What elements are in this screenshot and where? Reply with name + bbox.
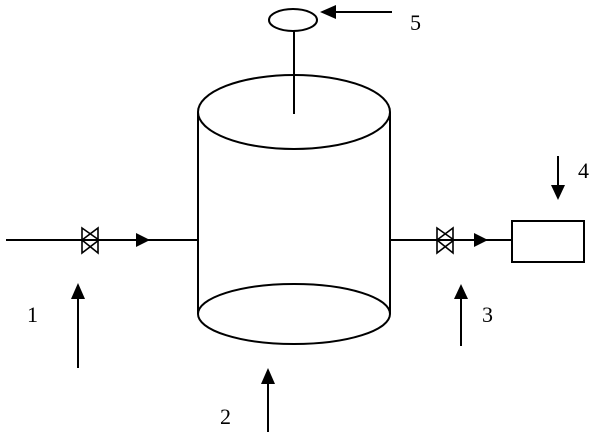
pointer-arrow-5 <box>320 5 392 19</box>
label-3: 3 <box>482 302 493 327</box>
outlet-pipe <box>390 226 512 255</box>
pointer-arrow-5-head <box>320 5 336 19</box>
outlet-valve-right-triangle <box>435 226 454 255</box>
vessel <box>197 74 391 345</box>
inlet-flow-arrowhead <box>136 233 150 247</box>
pointer-arrow-3 <box>454 284 468 346</box>
pointer-arrow-2-head <box>261 368 275 384</box>
inlet-pipe <box>6 226 198 255</box>
pointer-arrow-2 <box>261 368 275 432</box>
pointer-arrow-4 <box>551 156 565 200</box>
pointer-arrow-4-head <box>551 185 565 200</box>
label-2: 2 <box>220 404 231 429</box>
outlet-box <box>511 220 585 263</box>
vessel-bottom-ellipse <box>197 283 391 345</box>
inlet-valve-right-triangle <box>80 226 99 255</box>
label-4: 4 <box>578 158 589 183</box>
pointer-arrow-3-head <box>454 284 468 299</box>
outlet-flow-arrowhead <box>474 233 488 247</box>
label-5: 5 <box>410 10 421 35</box>
pointer-arrow-1 <box>71 283 85 368</box>
pointer-arrow-1-head <box>71 283 85 299</box>
top-disc <box>268 8 318 32</box>
top-stem-assembly <box>268 8 318 114</box>
label-1: 1 <box>27 302 38 327</box>
